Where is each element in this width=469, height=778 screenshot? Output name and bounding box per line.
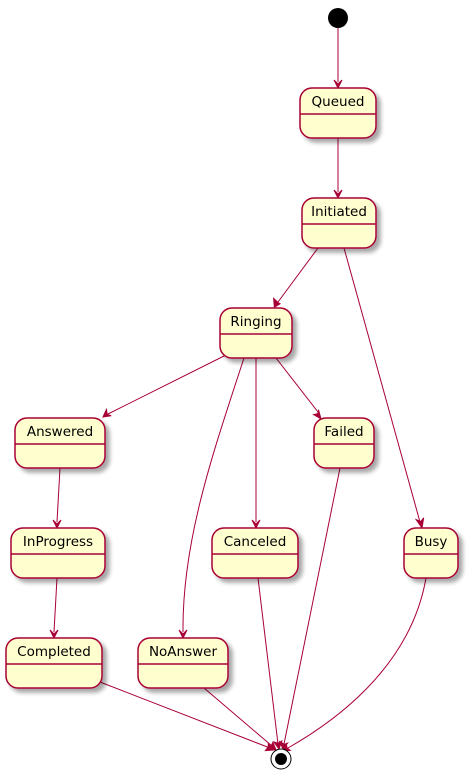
arrowhead [266, 741, 277, 751]
transition-failed-end [283, 467, 341, 745]
arrowhead [251, 519, 261, 530]
state-noanswer: NoAnswer [137, 637, 229, 689]
arrowhead [333, 189, 343, 200]
state-ringing: Ringing [219, 307, 293, 359]
arrowhead [49, 629, 59, 640]
state-label: Failed [324, 424, 363, 440]
arrowhead [333, 79, 343, 90]
state-canceled: Canceled [211, 527, 299, 579]
state-label: NoAnswer [149, 644, 218, 660]
arrowhead [102, 407, 112, 418]
transition-answered-inprogress [56, 467, 61, 523]
state-queued: Queued [299, 87, 377, 139]
state-label: Initiated [311, 204, 367, 220]
state-inprogress: InProgress [10, 527, 106, 579]
transition-ringing-noanswer [182, 357, 245, 633]
transition-initiated-busy [343, 247, 421, 523]
transition-completed-end [99, 681, 271, 749]
state-failed: Failed [313, 417, 375, 469]
transitions [49, 28, 427, 752]
transition-busy-end [287, 577, 427, 749]
transition-initiated-ringing [277, 247, 319, 303]
arrowhead [278, 740, 289, 750]
state-completed: Completed [5, 637, 103, 689]
transition-canceled-end [257, 577, 279, 745]
state-label: Answered [27, 424, 93, 440]
transition-noanswer-end [203, 687, 273, 747]
arrowhead [312, 408, 322, 421]
transition-inprogress-completed [53, 577, 58, 633]
state-label: InProgress [23, 534, 93, 550]
arrowhead [52, 519, 62, 530]
arrowhead [178, 629, 188, 640]
state-answered: Answered [14, 417, 106, 469]
state-label: Queued [312, 94, 365, 110]
initial-state [328, 8, 348, 28]
state-label: Completed [17, 644, 91, 660]
transition-ringing-answered [107, 351, 233, 415]
state-label: Canceled [224, 534, 287, 550]
state-initiated: Initiated [301, 197, 377, 249]
arrowhead [272, 297, 282, 309]
state-busy: Busy [403, 527, 459, 579]
state-label: Ringing [230, 314, 281, 330]
transition-ringing-failed [275, 357, 319, 413]
arrowhead [414, 517, 425, 530]
final-state [270, 748, 292, 770]
state-label: Busy [415, 534, 448, 550]
